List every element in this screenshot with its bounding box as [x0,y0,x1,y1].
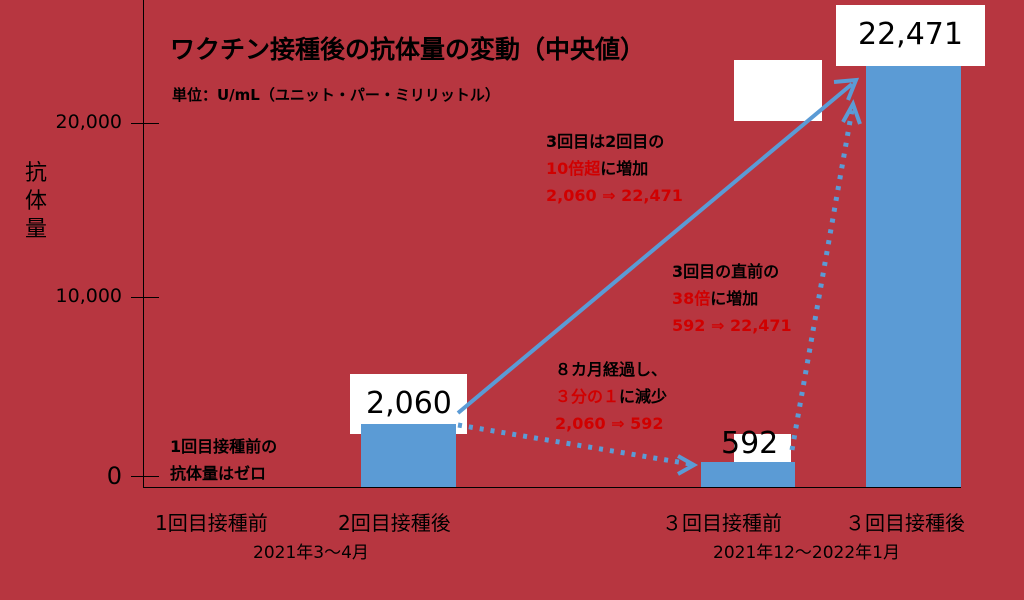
y-axis-label: 抗 体 量 [22,160,50,244]
chart-title: ワクチン接種後の抗体量の変動（中央値） [170,35,646,64]
category-label-3rd-after: ３回目接種後 [845,511,965,535]
tick-20000 [131,123,159,124]
value-box-592 [734,434,791,462]
bar-value-22471: 22,471 [858,17,963,52]
tick-0 [131,476,159,477]
tick-label-20000: 20,000 [55,111,122,133]
bar-2nd-after [361,424,456,487]
y-axis-char: 体 [24,189,47,214]
bar-value-2060: 2,060 [366,386,452,421]
y-axis-char: 量 [24,217,47,242]
x-axis-line [143,487,961,488]
tick-10000 [131,297,159,298]
bar-3rd-before [701,462,795,487]
blank-box [734,60,822,121]
annotation-zero: 1回目接種前の 抗体量はゼロ [170,437,278,483]
annotation-decrease: ８カ月経過し、 ３分の１に減少 2,060 ⇒ 592 [555,360,668,433]
dotted-arrowhead-increase [841,99,862,125]
tick-label-0: 0 [106,462,122,490]
y-axis-char: 抗 [24,161,47,186]
period-label-2021-winter: 2021年12～2022年1月 [713,543,900,563]
solid-arrowhead [833,77,860,101]
category-label-2nd-after: 2回目接種後 [338,511,451,535]
category-label-3rd-before: ３回目接種前 [662,511,782,535]
period-label-2021-spring: 2021年3～4月 [253,543,369,563]
value-box-22471 [836,5,985,66]
annotation-increase-10x: 3回目は2回目の 10倍超に増加 2,060 ⇒ 22,471 [546,132,683,205]
bar-value-592: 592 [721,426,779,461]
tick-label-10000: 10,000 [55,285,122,307]
unit-label: 単位：U/mL（ユニット・パー・ミリリットル） [172,86,500,104]
dotted-arrow-increase [789,109,855,451]
bar-3rd-after [866,66,961,487]
dotted-arrowhead-decrease [677,454,699,476]
category-label-1st-before: 1回目接種前 [155,511,268,535]
annotation-increase-38x: 3回目の直前の 38倍に増加 592 ⇒ 22,471 [672,262,792,335]
y-axis-line [143,0,144,488]
solid-arrow-line [456,82,854,415]
